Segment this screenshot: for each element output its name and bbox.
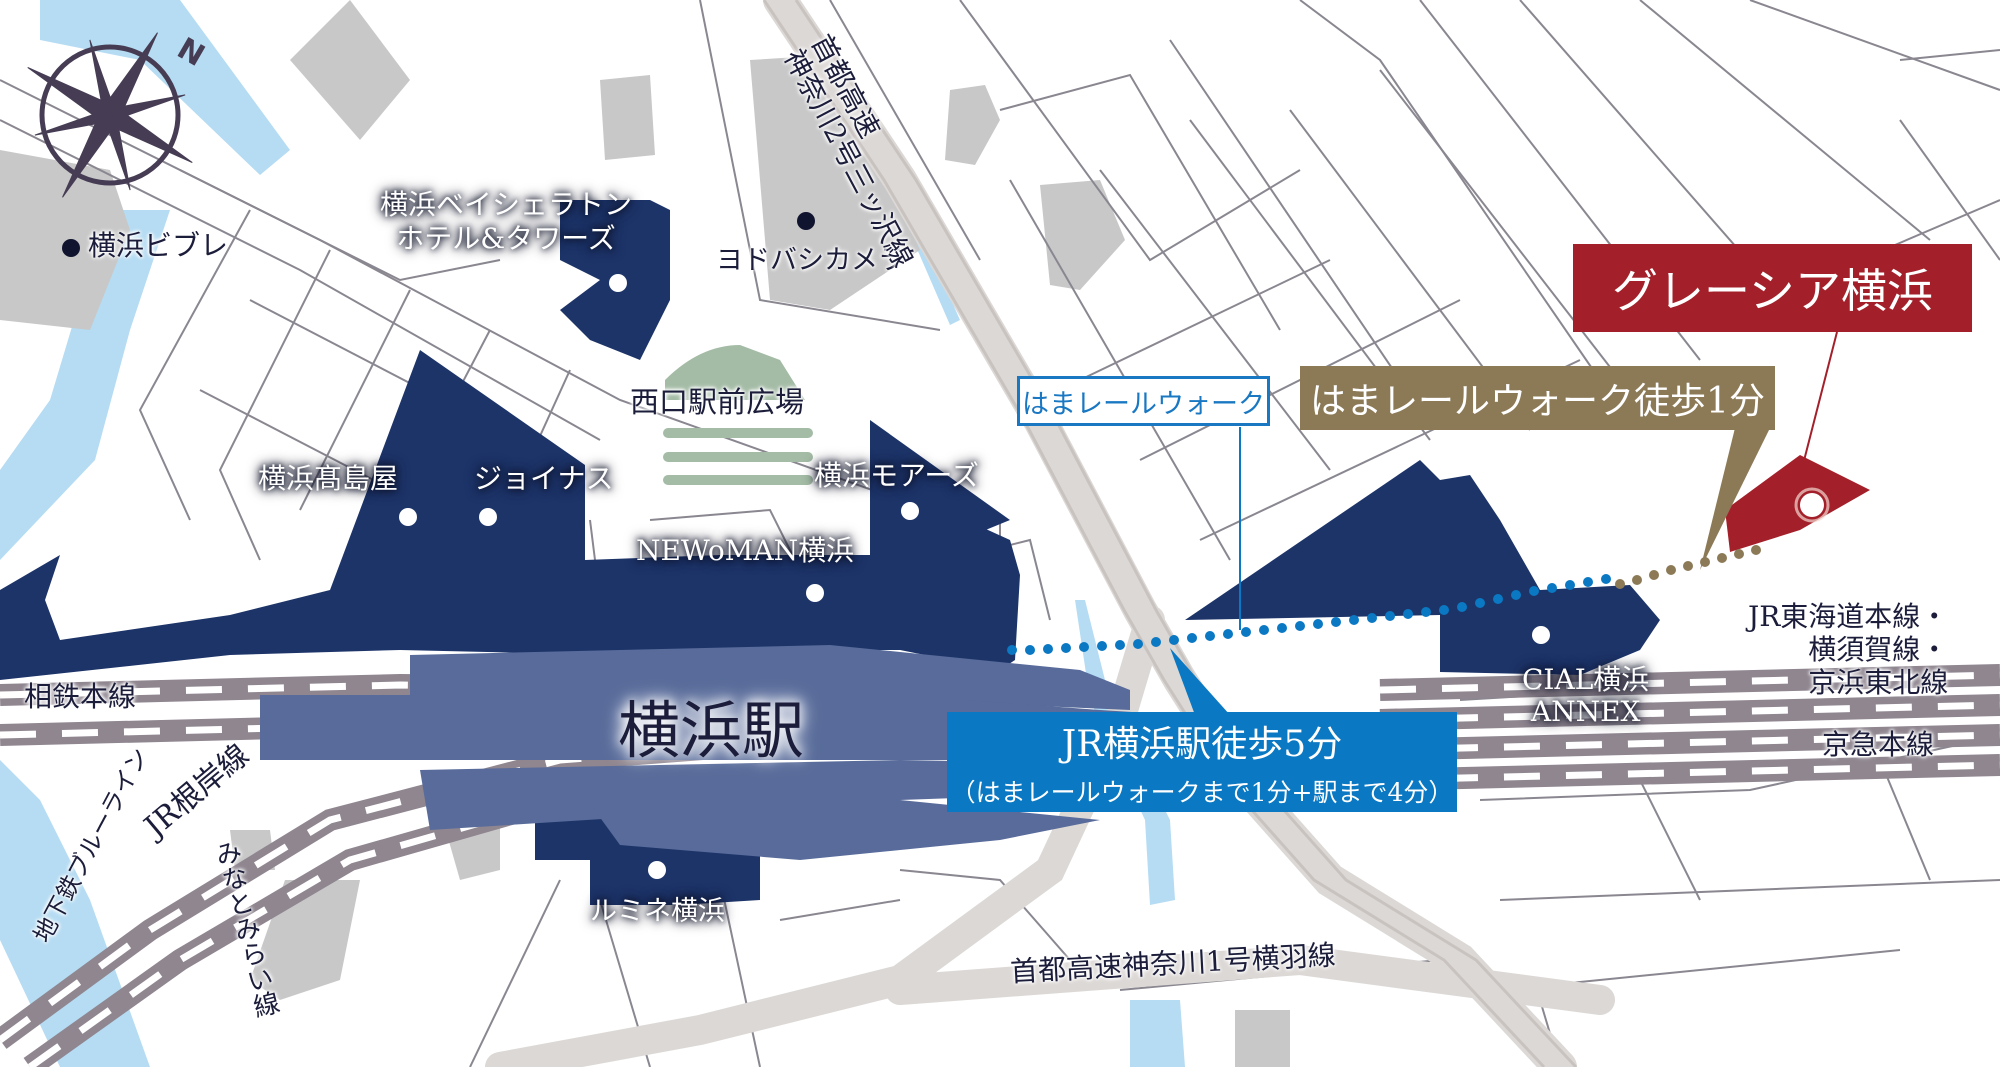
compass-rose-icon [27,32,193,198]
jr-walk-line2: （はまレールウォークまで1分+駅まで4分） [950,778,1454,807]
jr-walk-callout: JR横浜駅徒歩5分 （はまレールウォークまで1分+駅まで4分） [947,712,1457,812]
rail-jr-tokaido-line1: JR東海道本線・ [1748,600,1949,633]
hamarail-walk-callout: はまレールウォーク徒歩1分 [1300,366,1775,430]
rail-jr-tokaido-line2: 横須賀線・ [1808,633,1949,667]
plaza-green [663,345,813,485]
landmark-sheraton-line2: ホテル&タワーズ [396,221,616,255]
hamarail-walk-text: はまレールウォーク徒歩1分 [1310,381,1765,422]
landmark-sheraton: 横浜ベイシェラトン ホテル&タワーズ [380,188,632,255]
property-leader-line [1797,331,1838,485]
gray-blocks [0,0,1290,1067]
property-name: グレーシア横浜 [1611,264,1934,318]
dark-dots [62,212,815,257]
landmark-west-plaza: 西口駅前広場 [630,385,805,419]
landmark-cial-line2: ANNEX [1530,695,1641,729]
rail-jr-tokaido-label: JR東海道本線・ 横須賀線・ 京浜東北線 [1748,600,1948,699]
rail-jr-tokaido-line3: 京浜東北線 [1808,666,1949,700]
jr-walk-line1: JR横浜駅徒歩5分 [1061,724,1343,765]
landmark-sheraton-line1: 横浜ベイシェラトン [380,188,633,221]
buildings-dark [0,200,1660,905]
rail-sotetsu-label: 相鉄本線 [24,680,137,713]
landmark-joinus: ジョイナス [474,462,614,495]
jr-callout-pointer [1170,648,1230,715]
landmark-dots [399,274,1550,879]
landmark-cial-line1: CIAL横浜 [1522,663,1650,696]
landmark-newoman: NEWoMAN横浜 [636,534,855,567]
hamarail-label-box: はまレールウォーク [1017,376,1270,426]
station-label: 横浜駅 [618,694,805,767]
gold-callout-pointer [1700,428,1770,570]
walkway-blue [1007,574,1611,655]
landmark-yodobashi: ヨドバシカメラ [716,245,905,276]
landmark-lumine: ルミネ横浜 [590,896,725,927]
landmark-vivre: 横浜ビブレ [88,229,229,262]
hamarail-label: はまレールウォーク [1022,388,1265,420]
landmark-mores: 横浜モアーズ [814,459,979,492]
landmark-cial-annex: CIAL横浜 ANNEX [1522,663,1650,729]
landmark-takashimaya: 横浜髙島屋 [258,462,399,495]
walkway-gold [1615,545,1761,589]
property-name-badge: グレーシア横浜 [1573,244,1972,332]
rail-keikyu-label: 京急本線 [1822,728,1935,761]
